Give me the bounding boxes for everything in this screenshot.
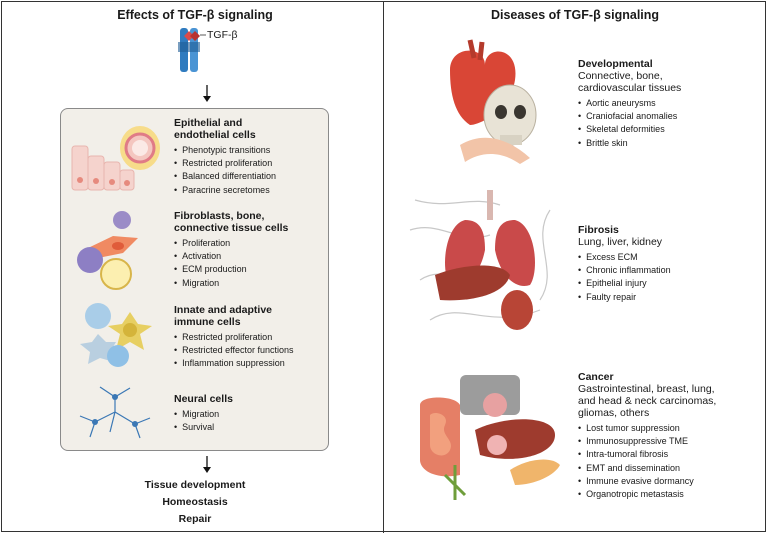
fibroblast-cells-illustration bbox=[77, 211, 138, 290]
cancer-organs-illustration bbox=[420, 375, 560, 500]
outcome-tissue-development: Tissue development bbox=[144, 479, 246, 491]
panel-divider bbox=[383, 1, 384, 533]
section-subtitle-line: Connective, bone, bbox=[578, 70, 663, 82]
list-item: Survival bbox=[174, 421, 233, 434]
section-title-line: Innate and adaptive bbox=[174, 304, 273, 316]
section-title: Developmental bbox=[578, 58, 653, 70]
tgf-beta-receptor-icon bbox=[178, 28, 206, 72]
outcome-homeostasis: Homeostasis bbox=[162, 496, 228, 508]
list-item: Inflammation suppression bbox=[174, 357, 294, 370]
list-item: Excess ECM bbox=[578, 251, 671, 264]
lung-liver-kidney-illustration bbox=[409, 190, 551, 330]
section-cancer: Cancer Gastrointestinal, breast, lung, a… bbox=[578, 371, 716, 501]
neural-cells-illustration bbox=[79, 386, 151, 439]
outcome-repair: Repair bbox=[178, 513, 212, 525]
section-title-line: endothelial cells bbox=[174, 129, 256, 141]
epithelial-cells-illustration bbox=[71, 126, 160, 191]
list-item: Aortic aneurysms bbox=[578, 97, 681, 110]
section-title-line: Fibroblasts, bone, bbox=[174, 210, 265, 222]
list-item: Immune evasive dormancy bbox=[578, 475, 716, 488]
list-item: Organotropic metastasis bbox=[578, 488, 716, 501]
section-subtitle-line: Lung, liver, kidney bbox=[578, 236, 663, 248]
section-developmental: Developmental Connective, bone, cardiova… bbox=[578, 58, 681, 150]
section-title: Cancer bbox=[578, 371, 614, 383]
list-item: EMT and dissemination bbox=[578, 462, 716, 475]
section-title-line: Neural cells bbox=[174, 393, 233, 405]
arrow-down-icon bbox=[203, 456, 211, 473]
section-fibrosis: Fibrosis Lung, liver, kidney Excess ECM … bbox=[578, 224, 671, 304]
immune-cells-illustration bbox=[80, 303, 152, 367]
section-subtitle-line: Gastrointestinal, breast, lung, bbox=[578, 383, 715, 395]
list-item: Skeletal deformities bbox=[578, 123, 681, 136]
right-panel-title: Diseases of TGF-β signaling bbox=[490, 8, 660, 22]
list-item: Lost tumor suppression bbox=[578, 422, 716, 435]
list-item: Restricted effector functions bbox=[174, 344, 293, 357]
section-title-line: connective tissue cells bbox=[174, 222, 289, 234]
list-item: Balanced differentiation bbox=[174, 170, 276, 183]
list-item: Craniofacial anomalies bbox=[578, 110, 681, 123]
list-item: Restricted proliferation bbox=[174, 331, 294, 344]
list-item: Paracrine secretomes bbox=[174, 184, 276, 197]
left-panel-title: Effects of TGF-β signaling bbox=[117, 8, 273, 22]
list-item: Brittle skin bbox=[578, 137, 681, 150]
section-subtitle-line: gliomas, others bbox=[578, 407, 650, 419]
list-item: Activation bbox=[174, 250, 288, 263]
arrow-down-icon bbox=[203, 85, 211, 102]
list-item: Immunosuppressive TME bbox=[578, 435, 716, 448]
list-item: Phenotypic transitions bbox=[174, 144, 276, 157]
list-item: Faulty repair bbox=[578, 291, 671, 304]
ligand-label: TGF-β bbox=[207, 29, 238, 41]
list-item: Migration bbox=[174, 408, 233, 421]
list-item: Chronic inflammation bbox=[578, 264, 671, 277]
list-item: Proliferation bbox=[174, 237, 288, 250]
section-title-line: Epithelial and bbox=[174, 117, 243, 129]
list-item: Intra-tumoral fibrosis bbox=[578, 448, 716, 461]
section-title: Fibrosis bbox=[578, 224, 619, 236]
list-item: Epithelial injury bbox=[578, 277, 671, 290]
list-item: ECM production bbox=[174, 263, 288, 276]
section-subtitle-line: and head & neck carcinomas, bbox=[578, 395, 717, 407]
heart-skull-illustration bbox=[450, 39, 537, 164]
list-item: Restricted proliferation bbox=[174, 157, 276, 170]
section-title-line: immune cells bbox=[174, 316, 241, 328]
section-fibroblasts: Fibroblasts, bone,connective tissue cell… bbox=[174, 210, 288, 290]
section-neural-cells: Neural cells Migration Survival bbox=[174, 393, 233, 434]
list-item: Migration bbox=[174, 277, 288, 290]
section-subtitle-line: cardiovascular tissues bbox=[578, 82, 682, 94]
